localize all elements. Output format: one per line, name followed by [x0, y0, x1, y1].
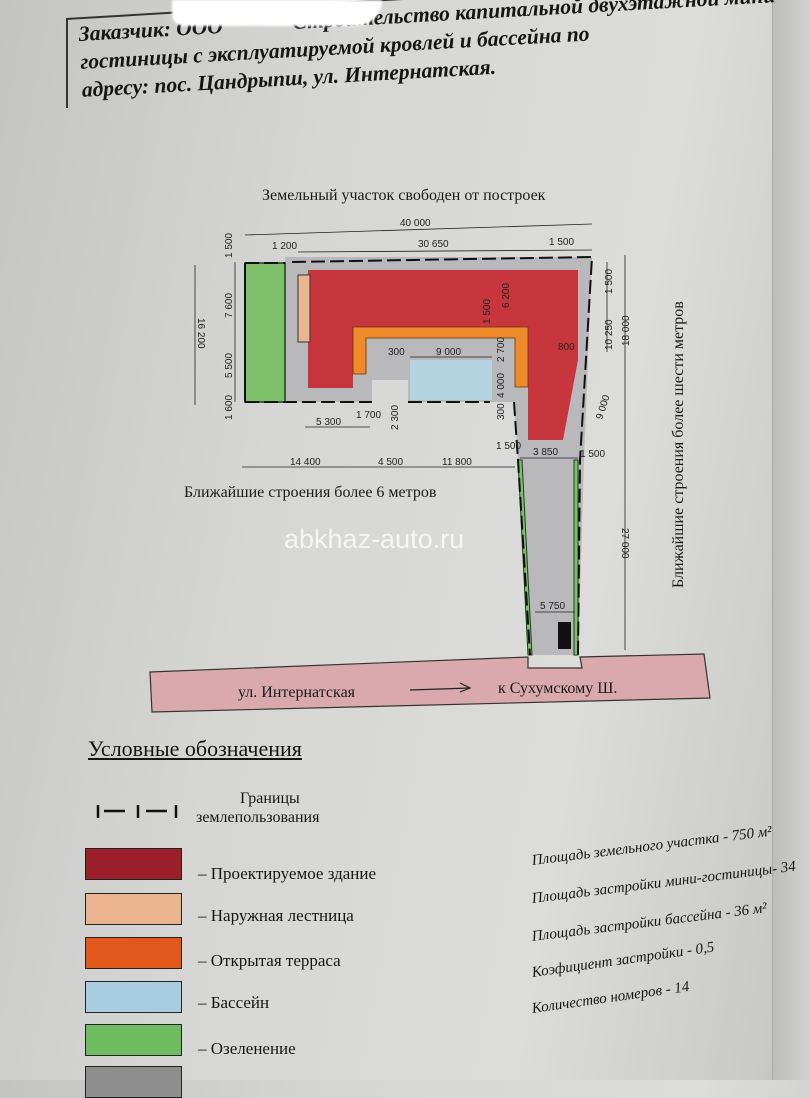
legend-label-greenery: – Озеленение — [198, 1039, 296, 1058]
dim-label: 1 500 — [549, 237, 574, 248]
dim-label: 3 850 — [533, 447, 558, 458]
dim-label: 10 250 — [604, 319, 615, 350]
building — [308, 270, 578, 440]
legend-swatch-pool — [85, 981, 182, 1013]
legend-swatch-terrace — [85, 937, 182, 969]
watermark: abkhaz-auto.ru — [284, 524, 464, 554]
direction-arrow-icon — [409, 682, 472, 693]
terrace — [352, 326, 529, 388]
nearest-buildings-note-vertical: Ближайшие строения более шести метров — [670, 301, 687, 588]
parking-marker — [558, 622, 571, 649]
street-name: ул. Интернатская — [238, 684, 356, 701]
dim-label: 1 500 — [482, 299, 493, 324]
dimension-labels: 40 000 30 650 1 200 1 500 1 500 7 600 5 … — [195, 218, 632, 612]
exterior-stairs — [297, 274, 311, 343]
dim-label: 7 600 — [224, 293, 235, 318]
dim-label: 1 500 — [496, 441, 521, 452]
dim-label: 30 650 — [418, 239, 449, 250]
dim-label: 1 500 — [224, 233, 235, 258]
driveway-right-green — [573, 459, 579, 656]
dim-label: 5 500 — [224, 353, 235, 378]
legend-boundary-label-1: Границы — [240, 790, 300, 807]
lot-free-note: Земельный участок свободен от построек — [262, 187, 546, 204]
dim-label: 18 000 — [621, 315, 632, 346]
dimension-lines — [194, 223, 626, 650]
pool — [410, 360, 492, 400]
legend-boundary-label-2: землепользования — [196, 809, 320, 826]
legend-title: Условные обозначения — [88, 736, 302, 761]
dim-label: 800 — [558, 342, 575, 353]
dim-label: 1 200 — [272, 241, 297, 252]
legend-label-pool: – Бассейн — [198, 993, 270, 1012]
street-road — [149, 653, 711, 713]
dim-label: 300 — [496, 403, 507, 420]
dim-label: 14 400 — [290, 457, 321, 468]
dim-label: 1 500 — [604, 269, 615, 294]
legend-swatch-paving — [85, 1066, 182, 1098]
page-edge — [772, 0, 810, 1080]
dim-label: 4 500 — [378, 457, 403, 468]
green-zone — [244, 262, 286, 403]
legend-swatch-greenery — [85, 1024, 182, 1056]
dim-label: 1 600 — [224, 395, 235, 420]
dim-label: 9 000 — [594, 393, 612, 421]
legend-swatch-stairs — [85, 893, 182, 925]
legend-label-terrace: – Открытая терраса — [198, 951, 341, 970]
legend-label-building: – Проектируемое здание — [198, 864, 377, 883]
dim-label: 300 — [388, 347, 405, 358]
legend-swatch-building — [85, 848, 182, 880]
dim-label: 16 200 — [195, 318, 206, 349]
frame-line-vertical — [66, 18, 68, 108]
land-boundary — [244, 255, 594, 656]
dim-label: 2 300 — [390, 405, 401, 430]
dim-label: 27 000 — [619, 528, 630, 559]
nearest-buildings-note: Ближайшие строения более 6 метров — [184, 484, 437, 501]
dim-label: 11 800 — [442, 457, 472, 468]
dim-label: 9 000 — [436, 347, 461, 358]
legend-label-stairs: – Наружная лестница — [198, 906, 354, 925]
dim-label: 1 700 — [356, 410, 381, 421]
dim-label: 6 200 — [501, 283, 512, 308]
dim-label: 5 300 — [316, 417, 341, 428]
dim-label: 5 750 — [540, 601, 565, 612]
redaction-patch — [172, 0, 382, 26]
direction-label: к Сухумскому Ш. — [498, 680, 617, 697]
dim-label: 40 000 — [400, 218, 431, 229]
dim-label: 1 500 — [580, 449, 605, 460]
dim-label: 4 000 — [496, 373, 507, 398]
dim-label: 2 700 — [496, 337, 507, 362]
